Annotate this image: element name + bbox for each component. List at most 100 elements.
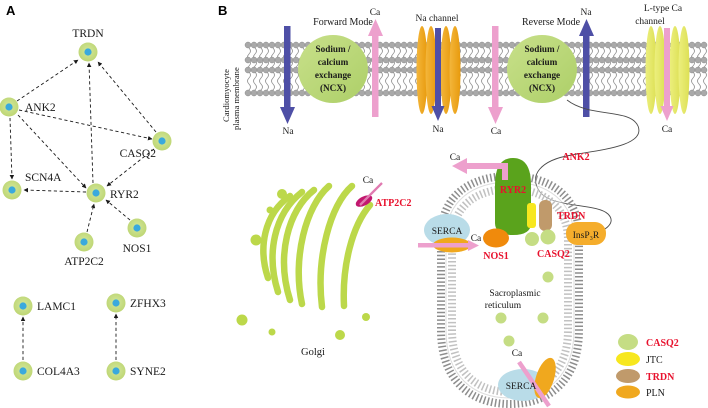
ltype-helix-3[interactable] — [669, 26, 681, 114]
panel-a-letter: A — [6, 3, 16, 18]
panel-b-letter: B — [218, 3, 227, 18]
node-label-nos1: NOS1 — [123, 243, 152, 255]
ncx-forward-line-1: Sodium / — [316, 44, 351, 54]
ncx-reverse-ca-arrow — [488, 26, 503, 124]
na-channel-group: Na channel Na — [416, 14, 461, 135]
plasma-membrane-label-line2: plasma membrane — [231, 67, 241, 130]
ltype-helix-1[interactable] — [645, 26, 657, 114]
ncx-reverse-ca-label: Ca — [491, 127, 502, 137]
ltype-ca-channel-group: L-type Ca channel Ca — [635, 4, 690, 135]
insp3r-unit[interactable]: InsP₃R — [566, 222, 606, 245]
ank2-linker-group: ANK2 — [535, 99, 640, 237]
ncx-forward-ca-arrow — [368, 19, 383, 117]
casq2-label: CASQ2 — [537, 249, 570, 260]
ltype-helix-4[interactable] — [678, 26, 690, 114]
legend-item-pln: PLN — [616, 385, 665, 399]
ncx-reverse-mode-label: Reverse Mode — [522, 17, 581, 28]
node-label-casq2: CASQ2 — [120, 148, 157, 160]
node-atp2c2[interactable] — [74, 232, 94, 252]
ncx-forward-body[interactable] — [298, 35, 368, 103]
ncx-forward-group: Forward Mode Ca Na Sodium / calcium exch… — [280, 8, 383, 137]
legend-item-trdn: TRDN — [616, 369, 675, 383]
legend-label-jtc: JTC — [646, 355, 663, 366]
ryr2-ca-label: Ca — [450, 153, 461, 163]
edge-ank2-ryr2 — [17, 114, 87, 189]
golgi-ca-label: Ca — [363, 176, 374, 186]
plasma-membrane-label: Cardiomyocyte plasma membrane — [221, 67, 241, 130]
serca-upper-ca-label: Ca — [471, 234, 482, 244]
network-nodes — [0, 42, 172, 381]
jtc-bar[interactable] — [527, 203, 536, 228]
na-channel-helix-4[interactable] — [449, 26, 461, 114]
ncx-forward-mode-label: Forward Mode — [313, 17, 373, 28]
node-label-lamc1: LAMC1 — [37, 301, 76, 313]
node-lamc1[interactable] — [13, 296, 33, 316]
edge-casq2-ryr2 — [106, 148, 155, 187]
ltype-ion-label: Ca — [662, 125, 673, 135]
na-channel-helix-3[interactable] — [440, 26, 452, 114]
edge-ryr2-trdn — [86, 62, 94, 184]
node-label-scn4a: SCN4A — [25, 172, 62, 184]
edge-ank2-trdn — [16, 59, 79, 102]
ncx-reverse-na-arrow — [579, 19, 594, 117]
node-label-col4a3: COL4A3 — [37, 366, 80, 378]
na-channel-helix-1[interactable] — [416, 26, 428, 114]
golgi-atp2c2-pump[interactable] — [354, 182, 383, 209]
ncx-forward-line-3: exchange — [315, 70, 351, 80]
network-edges — [9, 59, 157, 360]
node-label-zfhx3: ZFHX3 — [130, 298, 166, 310]
serca-lower[interactable]: SERCA — [498, 355, 560, 408]
ryr2-ca-efflux-arrow — [452, 158, 508, 180]
casq2-blobs[interactable] — [525, 229, 556, 247]
node-zfhx3[interactable] — [106, 293, 126, 313]
ncx-reverse-line-1: Sodium / — [525, 44, 560, 54]
node-label-ryr2: RYR2 — [110, 189, 139, 201]
node-label-atp2c2: ATP2C2 — [64, 256, 104, 268]
na-channel-arrow — [431, 28, 445, 121]
sr-membrane-inner — [448, 184, 572, 397]
trdn-unit[interactable] — [539, 200, 552, 231]
node-ryr2[interactable] — [86, 183, 106, 203]
edge-casq2-trdn — [97, 61, 157, 133]
sr-ca-label: Ca — [512, 349, 523, 359]
ank2-squiggle-path — [535, 99, 640, 237]
serca-upper-ca-arrow — [418, 240, 479, 251]
ncx-forward-line-4: (NCX) — [320, 83, 346, 93]
na-channel-helix-2[interactable] — [425, 26, 437, 114]
node-trdn[interactable] — [78, 42, 98, 62]
ryr2-body — [495, 158, 531, 235]
nos1-label: NOS1 — [483, 251, 509, 262]
trdn-label: TRDN — [557, 211, 586, 222]
node-syne2[interactable] — [106, 361, 126, 381]
ryr2-complex[interactable]: RYR2 — [495, 158, 531, 235]
node-scn4a[interactable] — [2, 180, 22, 200]
nos1-body[interactable] — [483, 228, 509, 248]
ncx-forward-line-2: calcium — [318, 57, 349, 67]
ank2-label: ANK2 — [562, 152, 589, 163]
ncx-reverse-body[interactable] — [507, 35, 577, 103]
na-channel-label: Na channel — [416, 14, 459, 24]
legend: CASQ2 JTC TRDN PLN — [616, 334, 679, 399]
ncx-reverse-line-2: calcium — [527, 57, 558, 67]
ncx-reverse-line-4: (NCX) — [529, 83, 555, 93]
network-node-labels: TRDN ANK2 CASQ2 SCN4A RYR2 ATP2C2 NOS1 L… — [25, 28, 166, 378]
golgi-vesicles — [236, 189, 370, 340]
edge-nos1-ryr2 — [105, 199, 131, 221]
node-ank2[interactable] — [0, 97, 19, 117]
serca-lower-label: SERCA — [506, 382, 537, 392]
legend-label-pln: PLN — [646, 388, 665, 399]
node-casq2[interactable] — [152, 131, 172, 151]
legend-item-jtc: JTC — [616, 352, 663, 366]
sarcoplasmic-reticulum-group: Sacroplasmic reticulum Ca RYR2 TRDN CASQ… — [418, 153, 606, 408]
ltype-helix-2[interactable] — [654, 26, 666, 114]
node-col4a3[interactable] — [13, 361, 33, 381]
node-nos1[interactable] — [127, 218, 147, 238]
golgi-group: Ca ATP2C2 Golgi — [236, 176, 411, 358]
ryr2-label: RYR2 — [500, 185, 526, 196]
plasma-membrane-label-line1: Cardiomyocyte — [221, 69, 231, 122]
ltype-channel-label-line1: L-type Ca — [644, 4, 683, 14]
ncx-forward-ca-label: Ca — [370, 8, 381, 18]
ltype-ca-arrow — [660, 28, 674, 121]
